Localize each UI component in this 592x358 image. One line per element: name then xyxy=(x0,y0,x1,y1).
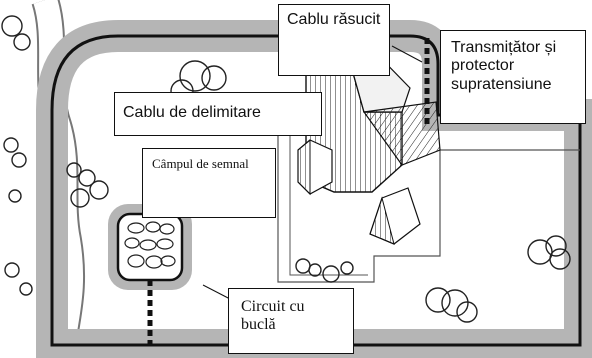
loop-plants xyxy=(124,221,176,269)
pointer-transmitter xyxy=(391,45,423,63)
drive-line xyxy=(289,130,368,276)
signal-field-text: Câmpul de semnal xyxy=(152,156,249,171)
loop-circuit-text: Circuit cu buclă xyxy=(241,298,305,334)
transmitter-label: Transmițător și protector supratensiune xyxy=(440,30,586,124)
loop-circuit-label: Circuit cu buclă xyxy=(228,288,354,354)
signal-field-label: Câmpul de semnal xyxy=(142,148,276,218)
twisted-cable-text: Cablu răsucit xyxy=(287,11,381,28)
twisted-cable-label: Cablu răsucit xyxy=(278,4,390,76)
boundary-cable-label: Cablu de delimitare xyxy=(114,92,322,136)
dormer-left-shade xyxy=(297,138,311,196)
boundary-cable-text: Cablu de delimitare xyxy=(123,104,261,121)
pointer-loop xyxy=(202,284,233,301)
transmitter-text: Transmițător și protector supratensiune xyxy=(451,39,557,93)
roof-wing xyxy=(362,101,441,166)
dormer-right-shade xyxy=(369,196,395,245)
